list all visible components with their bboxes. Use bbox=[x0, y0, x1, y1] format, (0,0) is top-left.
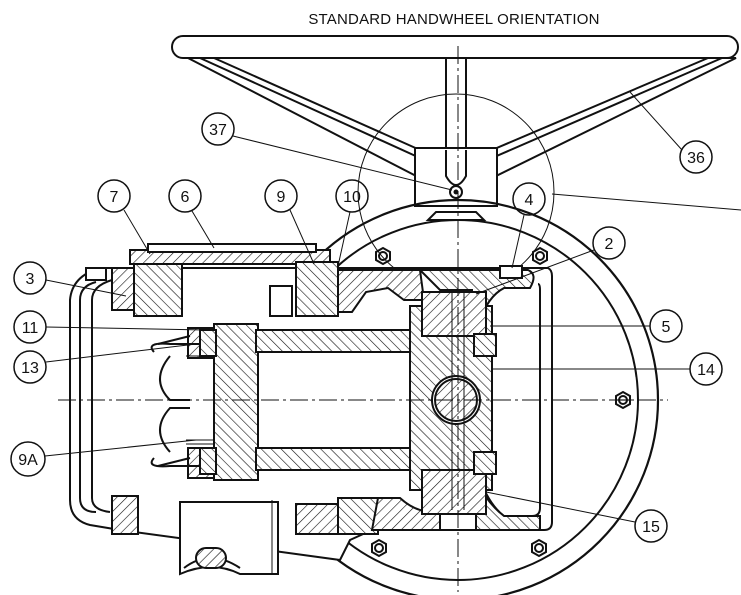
callout-14: 14 bbox=[492, 352, 723, 386]
callout-11: 11 bbox=[13, 310, 207, 344]
svg-text:9A: 9A bbox=[18, 452, 38, 469]
housing-bottom-sections bbox=[111, 479, 541, 535]
callout-4: 4 bbox=[511, 182, 546, 269]
svg-text:9: 9 bbox=[277, 189, 286, 206]
svg-text:4: 4 bbox=[525, 192, 534, 209]
svg-text:14: 14 bbox=[697, 362, 715, 379]
svg-text:7: 7 bbox=[110, 189, 119, 206]
svg-text:5: 5 bbox=[662, 319, 671, 336]
handwheel bbox=[171, 35, 739, 221]
svg-text:6: 6 bbox=[181, 189, 190, 206]
housing-top-sections bbox=[85, 243, 535, 333]
callout-15: 15 bbox=[485, 491, 668, 543]
callout-36: 36 bbox=[629, 91, 713, 174]
svg-text:11: 11 bbox=[22, 320, 39, 337]
input-shaft bbox=[179, 500, 279, 576]
svg-text:13: 13 bbox=[21, 360, 39, 377]
callout-6: 6 bbox=[168, 179, 215, 249]
svg-text:36: 36 bbox=[687, 150, 705, 167]
callout-2: 2 bbox=[475, 226, 626, 295]
callout-3: 3 bbox=[13, 261, 127, 297]
worm-gear bbox=[150, 323, 259, 481]
callouts: 37 36 7 6 9 10 4 bbox=[10, 91, 723, 543]
svg-text:15: 15 bbox=[642, 519, 660, 536]
callout-9: 9 bbox=[264, 179, 315, 265]
worm-sleeve bbox=[255, 329, 427, 471]
callout-5: 5 bbox=[490, 309, 683, 343]
svg-text:2: 2 bbox=[605, 236, 614, 253]
callout-10: 10 bbox=[335, 179, 369, 267]
svg-text:3: 3 bbox=[26, 271, 35, 288]
svg-text:37: 37 bbox=[209, 122, 227, 139]
svg-text:10: 10 bbox=[343, 189, 361, 206]
callout-7: 7 bbox=[97, 179, 151, 255]
callout-13: 13 bbox=[13, 343, 197, 384]
drawing-title: STANDARD HANDWHEEL ORIENTATION bbox=[308, 11, 599, 28]
callout-37: 37 bbox=[201, 112, 453, 191]
quadrant-gear bbox=[409, 290, 497, 515]
callout-9A: 9A bbox=[10, 439, 197, 477]
